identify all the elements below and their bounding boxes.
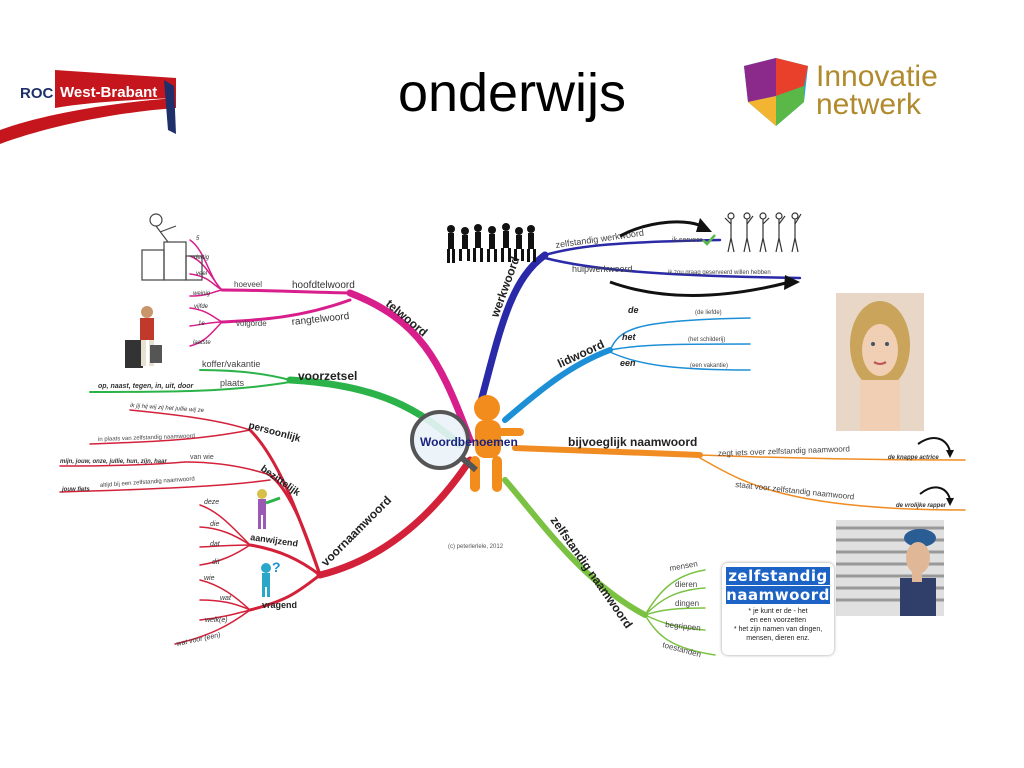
dancers-silhouette-illustration: [447, 223, 536, 263]
label-voornaamwoord: voornaamwoord: [318, 493, 394, 569]
copyright-text: (c) peterlerlele, 2012: [448, 544, 504, 550]
persoonlijk-item-0: ik jij hij wij zij het jullie wij ze: [130, 403, 205, 414]
zn-box-title-2: naamwoord: [726, 586, 830, 604]
label-hoofdtelwoord: hoofdtelwoord: [292, 280, 355, 291]
telwoord-volgorde-item-0: vijfde: [194, 304, 209, 310]
label-van-wie: van wie: [190, 454, 214, 461]
netwerk-logo-text: netwerk: [816, 88, 922, 121]
lidwoord-example-0: (de liefde): [695, 310, 722, 316]
label-plaats: plaats: [220, 378, 245, 388]
waiters-sketch-illustration: [724, 212, 802, 253]
branch-werkwoord: [476, 238, 802, 409]
traveler-illustration: [125, 306, 162, 368]
innovatie-netwerk-logo: Innovatie netwerk: [744, 58, 938, 126]
label-voorzetsel: voorzetsel: [298, 369, 357, 383]
roc-logo-text: ROC: [20, 85, 54, 102]
aanwijzend-item-0: deze: [204, 499, 219, 506]
label-staat-voor: staat voor zelfstandig naamwoord: [735, 480, 855, 501]
podium-sketch-illustration: [141, 213, 203, 281]
zelfstandig-naamwoord-info-box: zelfstandig naamwoord * je kunt er de - …: [722, 563, 834, 655]
vragend-item-1: wat: [220, 595, 232, 602]
arrow-head-icon-2: [784, 275, 800, 290]
label-hulpwerkwoord: hulpwerkwoord: [572, 264, 633, 274]
actress-photo: [836, 293, 924, 431]
lidwoord-word-0: de: [628, 305, 639, 315]
label-jouw-fiets: jouw fiets: [61, 487, 90, 493]
zn-box-note-2: en een voorzetten: [749, 617, 807, 624]
label-telwoord: telwoord: [383, 297, 430, 340]
lidwoord-example-1: (het schilderij): [688, 337, 725, 343]
zn-item-2: dingen: [675, 599, 699, 608]
telwoord-hoeveel-item-0: 5: [196, 236, 200, 242]
aanwijzend-item-1: die: [210, 521, 219, 528]
svg-text:?: ?: [272, 559, 281, 575]
lidwoord-word-1: het: [622, 332, 637, 342]
west-brabant-logo-text: West-Brabant: [60, 84, 157, 101]
vragend-item-3: wat voor (een): [176, 632, 221, 648]
curved-arrow-icon-2: [919, 486, 951, 501]
bezittelijk-examples: mijn, jouw, onze, jullie, hun, zijn, haa…: [60, 459, 167, 465]
zn-box-title-1: zelfstandig: [726, 567, 830, 585]
telwoord-volgorde-item-1: 1e: [198, 321, 205, 327]
telwoord-hoeveel-item-3: weinig: [193, 291, 211, 297]
label-zelfstandig-naamwoord: zelfstandig naamwoord: [548, 514, 636, 631]
label-koffer-vakantie: koffer/vakantie: [202, 359, 260, 369]
center-figure-magnifier-illustration: [410, 395, 524, 492]
aanwijzend-item-2: dat: [210, 541, 221, 548]
label-zegt-iets: zegt iets over zelfstandig naamwoord: [718, 444, 850, 458]
innovatie-logo-text: Innovatie: [816, 60, 938, 93]
lidwoord-word-2: een: [620, 358, 636, 368]
zn-item-4: toestanden: [661, 640, 702, 659]
branch-lidwoord: [502, 317, 751, 423]
label-bijvoeglijk-naamwoord: bijvoeglijk naamwoord: [568, 435, 697, 449]
arrow-head-icon: [696, 218, 712, 232]
page-title: onderwijs: [397, 63, 627, 123]
label-persoonlijk: persoonlijk: [247, 420, 302, 445]
curved-arrow-head-icon: [946, 450, 954, 458]
pointing-figure-illustration: [257, 489, 281, 529]
telwoord-volgorde-item-2: laatste: [193, 340, 211, 346]
lidwoord-example-2: (een vakantie): [690, 363, 728, 369]
center-label: Woordbenoemen: [420, 435, 518, 449]
aanwijzend-item-3: dit: [212, 559, 220, 566]
vragend-item-2: welk(e): [205, 617, 228, 624]
vragend-item-0: wie: [204, 575, 215, 582]
label-vragend: vragend: [262, 600, 297, 610]
curved-arrow-icon: [917, 437, 951, 453]
curved-arrow-head-icon-2: [946, 498, 954, 506]
zn-box-note-4: mensen, dieren enz.: [746, 635, 810, 642]
checkmark-icon: [702, 234, 716, 246]
bijvoeglijk-example-1: de knappe actrice: [888, 455, 939, 461]
zn-box-note-1: * je kunt er de - het: [748, 608, 808, 615]
roc-west-brabant-logo: ROC West-Brabant: [0, 70, 178, 144]
voorzetsel-examples: op, naast, tegen, in, uit, door: [98, 383, 195, 390]
zn-item-3: begrippen: [665, 620, 701, 633]
branch-bijvoeglijk: [512, 445, 966, 511]
label-hulpwerkwoord-example: ik zou graag geserveerd willen hebben: [668, 270, 771, 276]
branch-zelfstandig-naamwoord: [502, 477, 716, 656]
label-volgorde: volgorde: [236, 319, 267, 328]
branch-telwoord: [189, 239, 474, 444]
zn-box-note-3: * het zijn namen van dingen,: [733, 626, 823, 633]
rapper-photo: [836, 520, 944, 616]
zn-item-1: dieren: [675, 580, 697, 589]
persoonlijk-item-1: in plaats van zelfstandig naamwoord: [98, 434, 195, 443]
branch-voornaamwoord: [59, 409, 474, 645]
bijvoeglijk-example-2: de vrolijke rapper: [896, 503, 947, 509]
question-figure-illustration: ?: [261, 559, 281, 597]
label-ik-serveer: ik serveer: [672, 237, 703, 244]
zn-item-0: mensen: [669, 559, 699, 573]
label-hoeveel: hoeveel: [234, 280, 262, 289]
